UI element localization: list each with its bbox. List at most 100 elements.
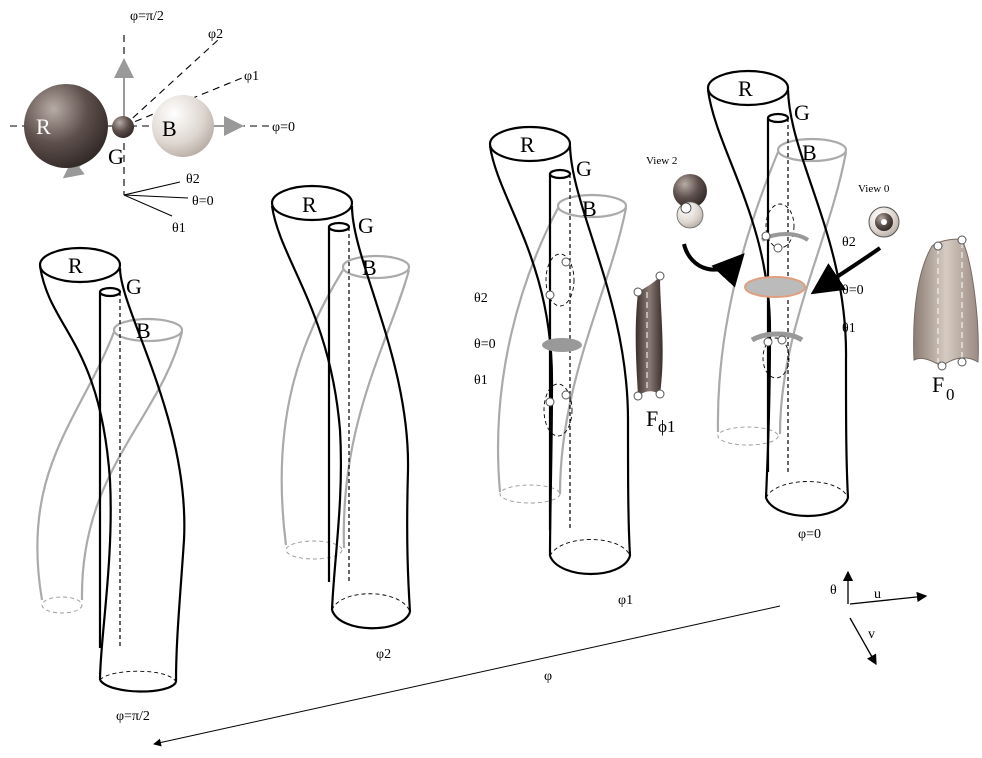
legend-phi0-label: φ=0	[272, 120, 295, 135]
tube-b-left	[36, 331, 116, 601]
theta1-line	[123, 194, 173, 217]
sphere-b	[152, 95, 214, 157]
tube3-r-label: R	[520, 132, 535, 157]
view0-label: View 0	[858, 183, 890, 195]
coordinate-legend: R B G φ=π/2 φ2 φ1 φ=0 θ2 θ=0 θ1	[10, 9, 295, 236]
rod-g-top	[98, 286, 122, 298]
tube-set-pi2: R G B φ=π/2	[36, 246, 186, 724]
f-phi1-sub: ϕ1	[658, 417, 675, 436]
f-phi1-label: F	[646, 406, 658, 431]
tube-set-phi1: R G B θ2 θ=0 θ1 φ1 F ϕ1	[474, 125, 675, 608]
tube-r-left	[270, 205, 343, 611]
frame-u-label: u	[874, 587, 881, 602]
tube-b-bottom	[285, 540, 343, 560]
tube3-theta2: θ2	[474, 291, 488, 306]
tube-b-top	[112, 317, 184, 343]
node	[561, 390, 571, 400]
legend-theta1-label: θ1	[172, 221, 186, 236]
caption-phi-pi2: φ=π/2	[116, 709, 150, 724]
tube-r-top	[38, 246, 122, 284]
tube-r-bottom-front	[548, 555, 632, 575]
node	[545, 290, 555, 300]
tube4-theta1: θ1	[842, 321, 856, 336]
view2-group: View 2	[646, 155, 745, 288]
caption-phi2: φ2	[376, 647, 391, 662]
v-arrow	[849, 617, 877, 666]
rod-g-top	[548, 168, 572, 180]
caption-phi0: φ=0	[798, 527, 821, 542]
frame-theta-label: θ	[830, 583, 837, 598]
tube1-b-label: B	[136, 318, 151, 343]
legend-phi-up-label: φ=π/2	[130, 9, 164, 24]
tube-b-top	[341, 254, 411, 280]
tube-r-top	[706, 69, 790, 107]
theta1-ring	[762, 337, 790, 379]
theta2-ring	[545, 253, 575, 307]
tube4-theta2: θ2	[842, 235, 856, 250]
legend-theta2-label: θ2	[186, 172, 200, 187]
tube2-b-label: B	[362, 255, 377, 280]
tube-b-left	[497, 207, 559, 493]
tube-r-left	[488, 145, 554, 557]
view0-arrow	[810, 246, 882, 295]
view2-sphere-r	[673, 174, 707, 208]
tube3-g-label: G	[576, 156, 592, 181]
tube-r-bottom-front	[330, 609, 412, 630]
tube-r-top	[270, 184, 354, 222]
tube-set-phi0: R G B θ2 θ=0 θ1 φ=0	[706, 69, 864, 542]
tube-b-bottom	[717, 426, 779, 446]
f0-label: F	[932, 372, 944, 397]
phi-axis-label: φ	[544, 669, 552, 684]
tube-b-right	[342, 269, 411, 549]
tube-r-right	[568, 145, 632, 557]
legend-b-label: B	[162, 116, 177, 141]
tube-b-right	[558, 207, 628, 495]
view2-arrow	[682, 243, 745, 288]
tube-r-bottom-back	[549, 539, 631, 557]
phi-axis-arrow	[153, 605, 781, 747]
tube-b-bottom	[41, 596, 83, 614]
tube2-r-label: R	[302, 192, 317, 217]
f0-patch	[913, 238, 979, 367]
sphere-g	[112, 116, 134, 138]
rod-g-top	[766, 112, 790, 124]
legend-theta0-label: θ=0	[192, 194, 214, 209]
tube-r-right	[350, 205, 412, 613]
legend-phi1-label: φ1	[244, 69, 259, 84]
tube-set-phi2: R G B φ2	[270, 184, 412, 662]
tube2-g-label: G	[358, 213, 374, 238]
theta2-ring	[765, 203, 795, 249]
local-frame: θ u v	[830, 570, 928, 666]
u-arrow	[849, 591, 928, 605]
tube4-g-label: G	[794, 100, 810, 125]
legend-r-label: R	[36, 114, 51, 139]
theta1-ring	[543, 383, 573, 437]
tube1-r-label: R	[68, 253, 83, 278]
tube3-theta0: θ=0	[474, 337, 496, 352]
tube-r-top	[488, 125, 572, 163]
frame-v-label: v	[868, 627, 875, 642]
tube-b-bottom	[499, 484, 561, 504]
tube4-theta0: θ=0	[842, 283, 864, 298]
sphere-r	[24, 84, 108, 168]
tube-b-right	[80, 331, 184, 601]
tube-r-right	[118, 267, 186, 683]
tube1-g-label: G	[126, 274, 142, 299]
f-phi1-patch	[635, 276, 663, 396]
tube-r-bottom-back	[765, 481, 849, 499]
theta0-ring	[744, 276, 806, 298]
rod-g-top	[327, 221, 351, 233]
tube-r-bottom-front	[99, 679, 177, 693]
tube-b-right	[778, 151, 848, 435]
tube4-r-label: R	[738, 76, 753, 101]
tube-r-bottom-back	[99, 670, 177, 683]
view2-label: View 2	[646, 155, 677, 167]
f0-sub: 0	[946, 385, 955, 404]
caption-phi1: φ1	[618, 593, 633, 608]
tube3-theta1: θ1	[474, 373, 488, 388]
node	[545, 397, 555, 407]
tube-b-top	[556, 193, 628, 219]
tube3-b-label: B	[582, 196, 597, 221]
